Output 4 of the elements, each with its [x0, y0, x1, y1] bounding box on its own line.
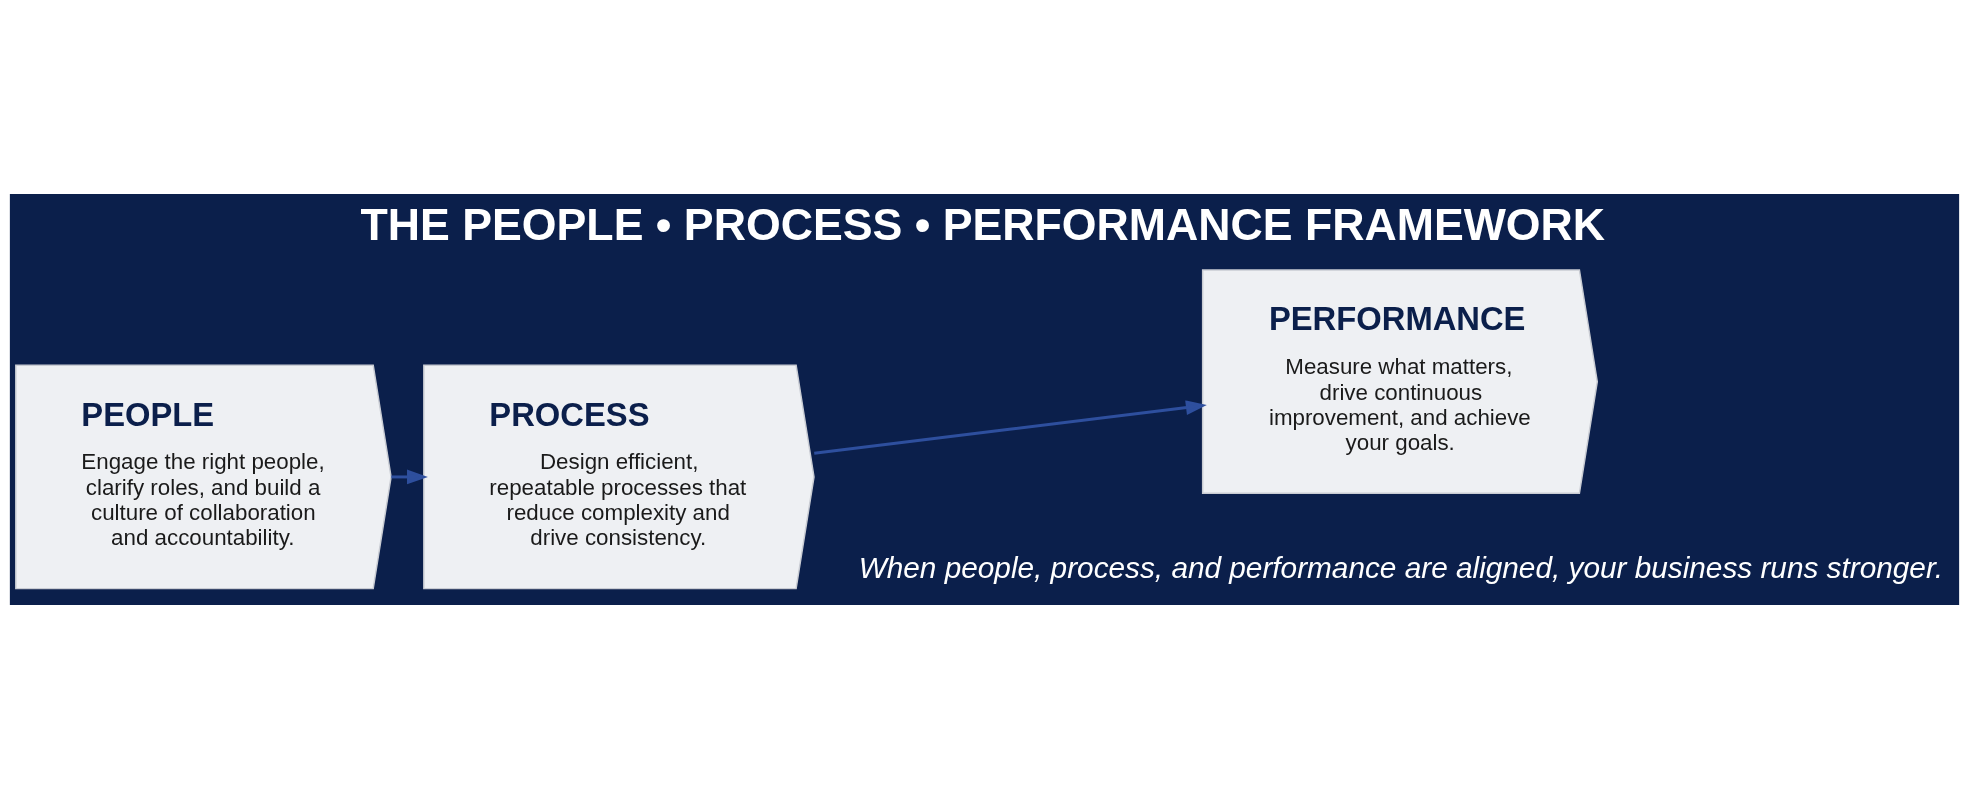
- caption: When people, process, and performance are aligned, your business runs stronger.: [858, 551, 1943, 585]
- arrow: [391, 469, 428, 485]
- diagram-title: THE PEOPLE • PROCESS • PERFORMANCE FRAMEWORK: [360, 200, 1606, 250]
- arrow: [814, 400, 1207, 455]
